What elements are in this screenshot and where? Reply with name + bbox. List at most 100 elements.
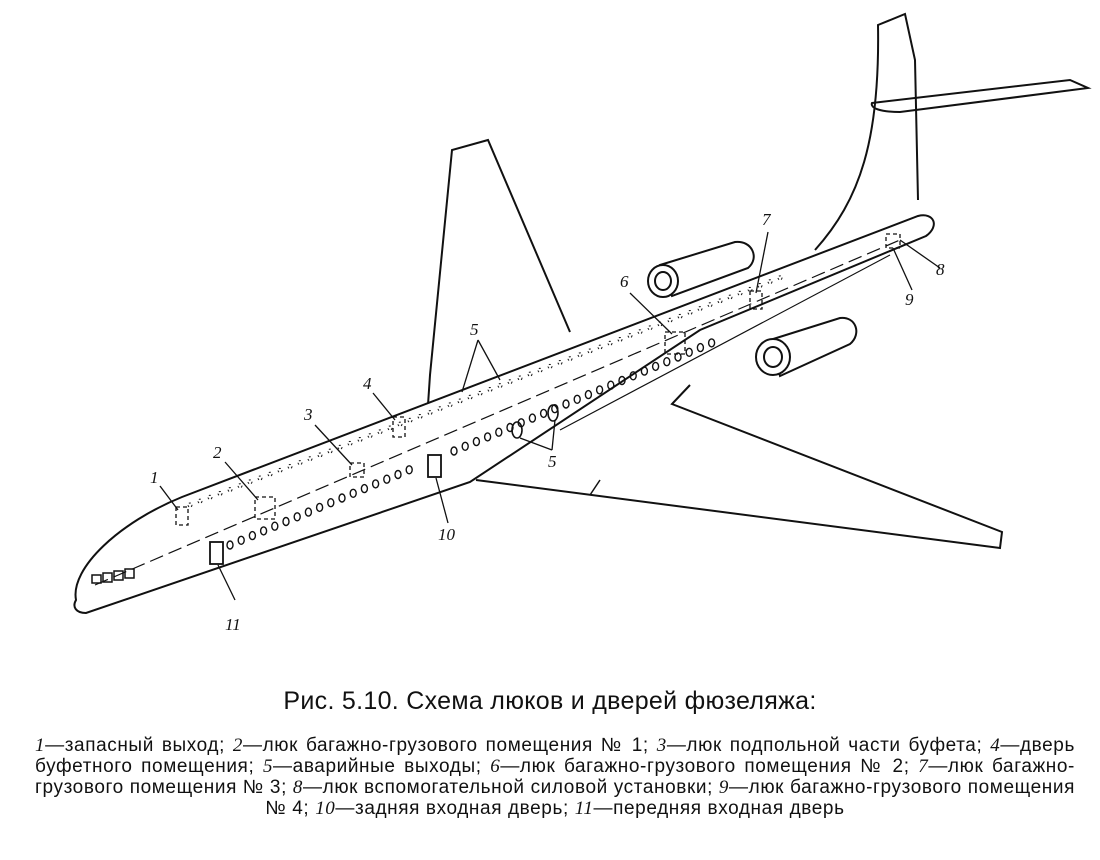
window xyxy=(607,340,613,346)
window xyxy=(387,425,393,431)
legend-item-number: 1 xyxy=(35,735,46,756)
window xyxy=(537,367,543,373)
window xyxy=(457,398,463,404)
window xyxy=(547,363,553,369)
callout-7: 7 xyxy=(762,210,771,229)
window xyxy=(527,371,533,377)
callout-9: 9 xyxy=(905,290,914,309)
window xyxy=(747,286,753,292)
window xyxy=(437,406,443,412)
window xyxy=(197,498,203,504)
figure-caption-title: Рис. 5.10. Схема люков и дверей фюзеляжа… xyxy=(283,687,817,715)
window xyxy=(687,310,693,315)
window-row-near xyxy=(226,338,716,550)
window xyxy=(737,290,743,296)
callout-10: 10 xyxy=(438,525,455,544)
window xyxy=(577,352,583,358)
window xyxy=(618,375,626,386)
callout-3: 3 xyxy=(304,405,313,424)
window xyxy=(277,467,283,473)
window xyxy=(667,317,673,323)
legend-item-text: —люк багажно-грузового помещения № 1; xyxy=(243,735,657,756)
window xyxy=(248,530,257,541)
window xyxy=(472,436,481,447)
window xyxy=(357,437,363,443)
window xyxy=(557,360,563,366)
window xyxy=(383,474,391,484)
hatch-3 xyxy=(349,462,365,478)
aircraft-drawing xyxy=(73,12,1092,615)
window xyxy=(483,432,492,442)
callout-4: 4 xyxy=(363,374,372,393)
window xyxy=(226,540,234,550)
legend-item-number: 2 xyxy=(232,735,243,756)
window xyxy=(307,456,313,462)
emergency-exit xyxy=(547,404,559,422)
window xyxy=(567,356,573,362)
callout-5-upper: 5 xyxy=(470,320,479,339)
callout-2: 2 xyxy=(213,443,222,462)
legend-item-text: —люк багажно-грузового помещения № 2; xyxy=(500,756,919,777)
window xyxy=(267,471,273,477)
callout-8: 8 xyxy=(936,260,945,279)
window xyxy=(293,512,301,522)
legend-item-number: 9 xyxy=(718,777,730,798)
emergency-exit xyxy=(511,421,523,439)
window xyxy=(584,389,593,400)
rear-entry-door xyxy=(427,454,442,478)
window xyxy=(450,446,458,456)
window xyxy=(685,347,693,357)
window xyxy=(528,413,537,423)
legend-item-number: 8 xyxy=(292,777,304,798)
window xyxy=(587,348,593,354)
window xyxy=(347,440,353,446)
window xyxy=(349,488,357,498)
callout-5-lower: 5 xyxy=(548,452,557,471)
window xyxy=(207,494,213,500)
leader-lines xyxy=(159,231,941,601)
window xyxy=(697,306,703,312)
legend-item-text: —люк подпольной части буфета; xyxy=(666,735,991,756)
window xyxy=(517,375,523,381)
window xyxy=(338,493,346,503)
fuselage xyxy=(73,214,935,615)
legend-item-number: 10 xyxy=(315,798,336,819)
tail-fin xyxy=(814,12,919,251)
window xyxy=(562,399,570,409)
window xyxy=(607,380,615,390)
fuselage-centerline xyxy=(94,239,901,586)
hatch-1 xyxy=(175,506,189,526)
legend-item-text: —люк багажно-грузового помещения № 3; xyxy=(35,756,1075,798)
legend-item-number: 7 xyxy=(918,756,929,777)
figure-legend: 1—запасный выход; 2—люк багажно-грузовог… xyxy=(35,735,1075,819)
window xyxy=(360,483,369,494)
window xyxy=(647,325,653,331)
legend-item-text: —люк вспомогательной силовой установки; xyxy=(303,777,719,798)
legend-item-number: 3 xyxy=(656,735,667,756)
legend-item-text: —дверь буфетного помещения; xyxy=(35,735,1075,777)
window xyxy=(237,535,245,545)
upper-engine xyxy=(647,240,755,298)
window xyxy=(497,383,503,389)
window xyxy=(477,390,483,396)
window xyxy=(337,444,343,450)
window xyxy=(417,413,423,419)
window xyxy=(539,408,548,419)
window xyxy=(217,490,223,496)
window xyxy=(717,298,723,304)
window xyxy=(640,366,649,376)
hatch-6 xyxy=(664,331,686,355)
window xyxy=(595,385,604,395)
window xyxy=(297,460,303,466)
window xyxy=(427,410,433,416)
window xyxy=(259,526,268,536)
window xyxy=(663,357,671,367)
window xyxy=(247,479,253,485)
window xyxy=(597,344,603,350)
legend-item-text: —люк багажно-грузового помещения № 4; xyxy=(265,777,1075,819)
window xyxy=(397,421,403,427)
window xyxy=(405,465,413,475)
window xyxy=(315,502,324,513)
lower-engine xyxy=(755,316,858,378)
legend-item-text: —передняя входная дверь xyxy=(593,798,845,819)
